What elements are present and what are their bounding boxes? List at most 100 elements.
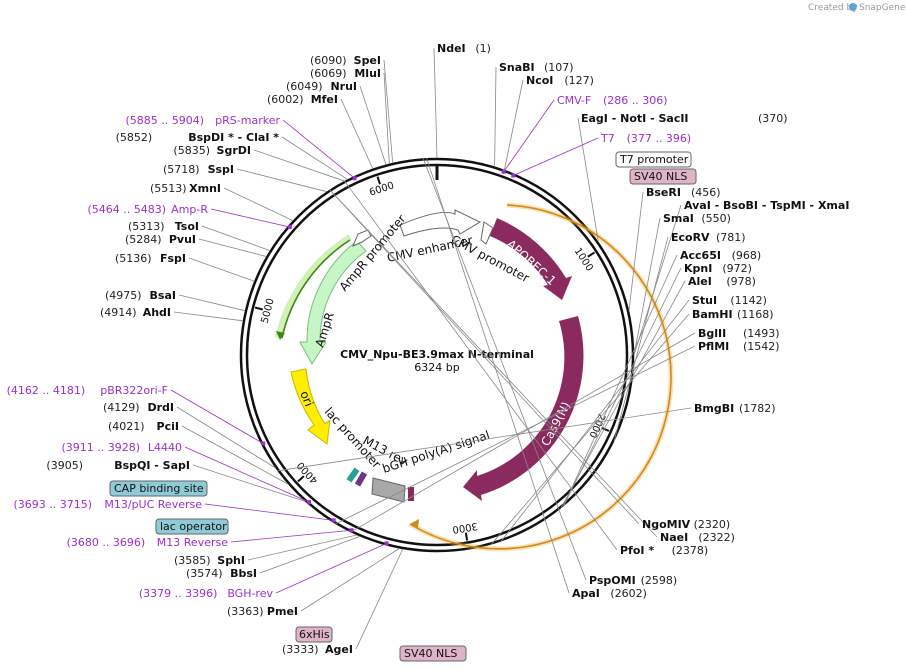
primer-label[interactable]: M13 Reverse(3680 .. 3696) <box>67 536 229 549</box>
feature-cmv-enhancer[interactable] <box>399 209 482 237</box>
primer-label[interactable]: Amp-R(5464 .. 5483) <box>87 203 208 216</box>
restriction-site-label[interactable]: AleI(978) <box>688 275 756 288</box>
feature-m13rev-marker[interactable] <box>354 471 368 487</box>
restriction-site-label[interactable]: EcoRV(781) <box>671 231 746 244</box>
boxed-feature-sv40-nls-bottom[interactable]: SV40 NLS <box>399 645 467 662</box>
site-position: (5513) <box>150 182 187 195</box>
site-name: NcoI <box>526 74 553 87</box>
leader-line <box>494 66 497 167</box>
restriction-site-label[interactable]: BsaI(4975) <box>105 289 176 302</box>
restriction-site-label[interactable]: SpeI(6090) <box>310 54 381 67</box>
leader-line <box>181 425 289 485</box>
leader-line <box>383 59 394 164</box>
site-name: SphI <box>217 554 245 567</box>
site-name: AleI <box>688 275 712 288</box>
restriction-site-label[interactable]: BmgBI (1782) <box>694 402 776 415</box>
feature-ori[interactable] <box>290 368 331 445</box>
primer-label[interactable]: L4440(3911 .. 3928) <box>61 441 182 454</box>
site-name: PfoI * <box>620 544 654 557</box>
site-name: MfeI <box>311 93 338 106</box>
restriction-site-label[interactable]: StuI(1142) <box>692 294 767 307</box>
primer-label[interactable]: pBR322ori-F(4162 .. 4181) <box>7 384 168 397</box>
primer-label[interactable]: BGH-rev(3379 .. 3396) <box>139 587 274 600</box>
tick-mark <box>297 475 305 483</box>
restriction-site-label[interactable]: PvuI(5284) <box>125 233 196 246</box>
restriction-site-label[interactable]: SnaBI(107) <box>499 61 574 74</box>
boxed-feature-sv40-nls-top[interactable]: SV40 NLS <box>629 168 697 185</box>
restriction-site-label[interactable]: PflMI(1542) <box>698 340 780 353</box>
restriction-site-label[interactable]: SmaI(550) <box>663 212 731 225</box>
restriction-site-label[interactable]: XmnI(5513) <box>150 182 221 195</box>
restriction-site-label[interactable]: SgrDI(5835) <box>173 144 251 157</box>
primer-leader <box>170 389 264 444</box>
restriction-site-label[interactable]: MfeI(6002) <box>267 93 338 106</box>
boxed-feature-lac-operator[interactable]: lac operator <box>155 518 229 535</box>
restriction-site-label[interactable]: PfoI * (2378) <box>620 544 708 557</box>
site-position: (2378) <box>672 544 709 557</box>
site-position: (6069) <box>310 67 347 80</box>
restriction-site-label[interactable]: KpnI(972) <box>684 262 752 275</box>
site-name: PciI <box>157 420 179 433</box>
feature-lac-promoter-marker[interactable] <box>346 467 360 483</box>
site-name: SspI <box>208 163 234 176</box>
restriction-site-label[interactable]: DrdI(4129) <box>103 401 174 414</box>
site-name: BmgBI <box>694 402 734 415</box>
restriction-site-label[interactable]: NgoMIV(2320) <box>642 518 730 531</box>
restriction-site-label[interactable]: PspOMI(2598) <box>589 574 677 587</box>
restriction-site-label[interactable]: ApaI(2602) <box>572 587 647 600</box>
primer-label[interactable]: M13/pUC Reverse(3693 .. 3715) <box>13 498 202 511</box>
restriction-site-label[interactable]: BglII(1493) <box>698 327 780 340</box>
primer-label[interactable]: T7(377 .. 396) <box>600 132 691 145</box>
feature-bgh-polya[interactable] <box>371 477 406 503</box>
restriction-site-label[interactable]: BamHI(1168) <box>692 308 774 321</box>
restriction-site-label[interactable]: AvaI - BsoBI - TspMI - XmaI(548) <box>684 199 906 212</box>
leader-line <box>281 136 348 180</box>
primer-label[interactable]: CMV-F(286 .. 306) <box>557 94 668 107</box>
restriction-site-label[interactable]: BseRI(456) <box>646 186 721 199</box>
feature-apobec1[interactable] <box>490 218 572 300</box>
boxed-feature-cap-binding[interactable]: CAP binding site <box>109 480 208 497</box>
restriction-site-label[interactable]: BbsI(3574) <box>186 567 257 580</box>
site-name: ApaI <box>572 587 600 600</box>
site-name: EagI - NotI - SacII <box>581 112 689 125</box>
feature-ampr-promoter-arrow[interactable] <box>352 229 372 247</box>
tick-mark <box>601 426 610 432</box>
restriction-site-label[interactable]: AgeI(3333) <box>282 643 353 656</box>
restriction-site-label[interactable]: BspDI * - ClaI *(5852) <box>116 131 280 144</box>
feature-cmv-promoter[interactable] <box>480 221 494 245</box>
primer-range: (5464 .. 5483) <box>87 203 166 216</box>
restriction-site-label[interactable]: NaeI(2322) <box>660 531 735 544</box>
site-position: (1782) <box>739 402 776 415</box>
site-position: (456) <box>691 186 721 199</box>
orf-ampr[interactable] <box>281 239 351 339</box>
restriction-site-label[interactable]: NruI(6049) <box>286 80 357 93</box>
site-position: (4914) <box>100 306 137 319</box>
plasmid-length: 6324 bp <box>414 361 459 374</box>
restriction-site-label[interactable]: PmeI(3363) <box>227 605 298 618</box>
feature-sv40-nls-marker[interactable] <box>408 487 414 501</box>
site-name: SmaI <box>663 212 694 225</box>
primer-leader <box>184 446 310 503</box>
restriction-site-label[interactable]: FspI(5136) <box>115 252 186 265</box>
restriction-site-label[interactable]: NdeI(1) <box>437 42 491 55</box>
primer-label[interactable]: pRS-marker(5885 .. 5904) <box>125 114 280 127</box>
boxed-feature-t7-promoter[interactable]: T7 promoter <box>615 151 692 168</box>
restriction-site-label[interactable]: AhdI(4914) <box>100 306 171 319</box>
primer-range: (4162 .. 4181) <box>7 384 86 397</box>
restriction-site-label[interactable]: PciI(4021) <box>108 420 179 433</box>
feature-cas9n[interactable] <box>463 316 584 501</box>
restriction-site-label[interactable]: SphI(3585) <box>174 554 245 567</box>
primer-marker <box>331 518 336 523</box>
primer-name: M13/pUC Reverse <box>104 498 202 511</box>
feature-ampr[interactable] <box>299 240 367 365</box>
restriction-site-label[interactable]: NcoI(127) <box>526 74 594 87</box>
restriction-site-label[interactable]: TsoI(5313) <box>128 220 199 233</box>
svg-text:SV40 NLS: SV40 NLS <box>404 647 457 660</box>
restriction-site-label[interactable]: EagI - NotI - SacII(370) <box>581 112 788 125</box>
restriction-site-label[interactable]: MluI(6069) <box>310 67 381 80</box>
boxed-feature-6xhis[interactable]: 6xHis <box>295 626 333 643</box>
site-name: StuI <box>692 294 717 307</box>
restriction-site-label[interactable]: BspQI - SapI(3905) <box>46 459 190 472</box>
restriction-site-label[interactable]: SspI(5718) <box>163 163 234 176</box>
restriction-site-label[interactable]: Acc65I(968) <box>680 249 761 262</box>
